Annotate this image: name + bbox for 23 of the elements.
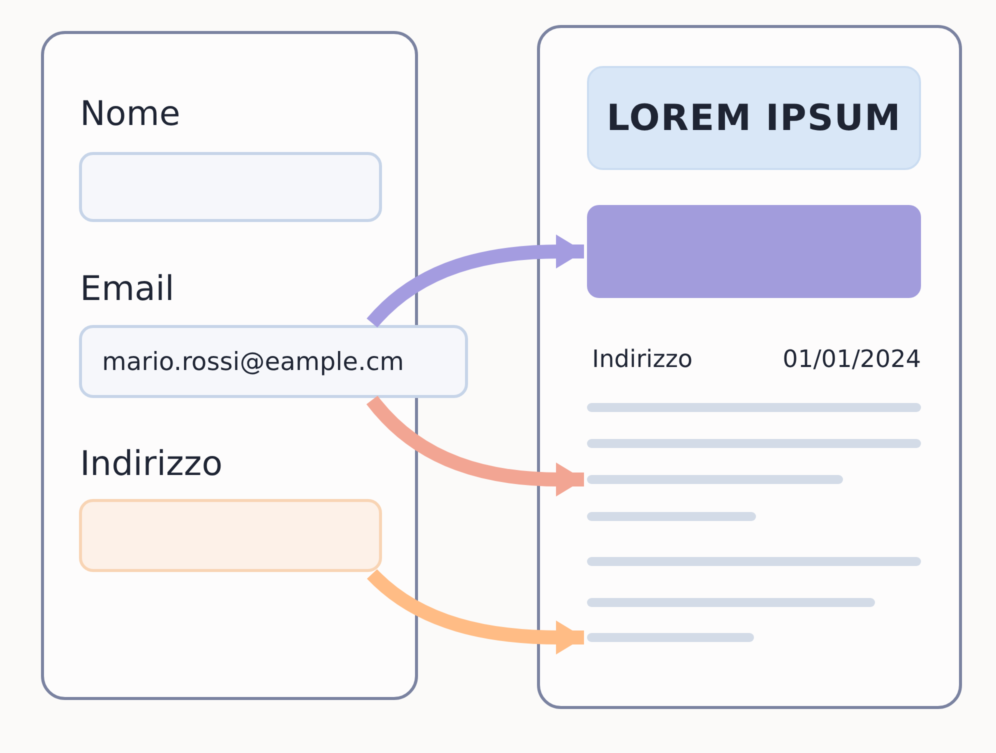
field-label: Indirizzo [80,447,223,481]
highlight-bar [587,205,921,298]
text-placeholder-line [587,598,875,607]
text-placeholder-line [587,557,921,566]
input-field [79,499,382,572]
input-field [79,152,382,222]
document-panel [537,25,962,709]
input-field: mario.rossi@eample.cm [79,325,468,398]
date-text: 01/01/2024 [782,347,921,371]
text-placeholder-line [587,439,921,448]
section-label: Indirizzo [592,347,693,371]
flow-arrow [367,568,584,654]
text-placeholder-line [587,512,756,521]
title-banner [587,66,921,170]
field-label: Nome [80,97,180,131]
title-text: LOREM IPSUM [606,98,902,138]
text-placeholder-line [587,403,921,412]
form-panel [41,31,418,700]
text-placeholder-line [587,633,754,642]
text-placeholder-line [587,475,843,484]
flow-arrow [366,396,584,496]
field-label: Email [80,272,174,306]
flow-arrow [366,234,584,328]
